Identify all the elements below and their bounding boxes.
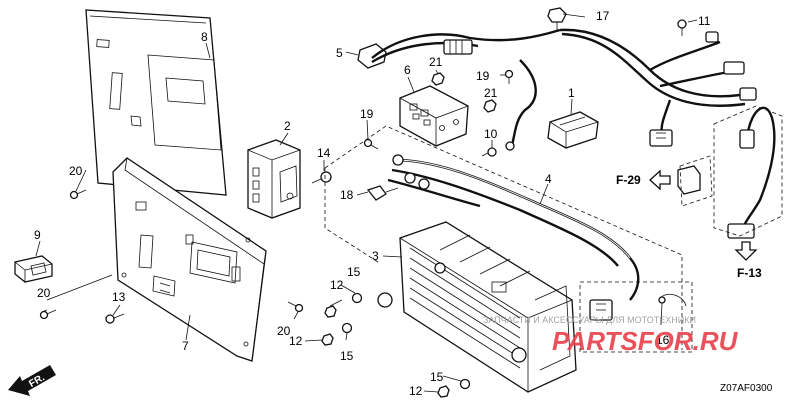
part-13-screw[interactable] [105,313,125,324]
direction-arrow-icon [8,365,56,396]
main-wire-harness[interactable] [371,28,757,151]
watermark-logo: PARTSFOR.RU [552,326,739,356]
part-11-bolt[interactable] [677,19,687,36]
part-7-control-panel[interactable] [112,157,267,362]
part-21-nut-upper[interactable] [431,72,445,86]
part-12-nut-a[interactable] [324,305,337,318]
callout-15a: 15 [347,265,361,279]
part-5-grommet[interactable] [357,43,387,69]
callout-14: 14 [317,146,331,160]
diagram-code: Z07AF0300 [720,383,773,394]
watermark: ЗАПЧАСТИ И АКСЕССУАРЫ ДЛЯ МОТОТЕХНИКИ PA… [483,315,739,356]
part-12-nut-b[interactable] [321,333,334,346]
reference-f29[interactable]: F-29 [616,169,671,191]
callout-20a: 20 [69,164,83,178]
callout-20b: 20 [37,286,51,300]
callout-6: 6 [404,63,411,77]
watermark-caption: ЗАПЧАСТИ И АКСЕССУАРЫ ДЛЯ МОТОТЕХНИКИ [483,315,696,325]
part-2-outlet-cover[interactable] [247,139,301,219]
callout-10: 10 [484,127,498,141]
callout-7: 7 [182,339,189,353]
reference-f13-label: F-13 [737,266,762,280]
callout-20c: 20 [277,324,291,338]
down-arrow-icon [734,241,758,261]
part-6-receptacle[interactable] [399,85,469,147]
part-9-switch[interactable] [14,255,53,283]
part-20-screw-upper[interactable] [69,189,87,200]
part-20-screw-lower[interactable] [39,309,57,320]
callout-8: 8 [201,30,208,44]
part-15-washer-a[interactable] [351,292,363,304]
callout-18: 18 [340,188,354,202]
callout-3: 3 [372,249,379,263]
callout-15b: 15 [340,349,354,363]
part-12-nut-c[interactable] [437,385,450,398]
callout-12a: 12 [330,278,344,292]
callout-4: 4 [545,172,552,186]
part-15-washer-c[interactable] [459,378,471,390]
f29-grommet[interactable] [677,165,701,195]
callout-21b: 21 [484,86,498,100]
callout-2: 2 [284,119,291,133]
left-arrow-icon [649,169,671,191]
part-17-clip[interactable] [547,7,567,30]
part-8-panel-label[interactable] [85,9,227,196]
part-19-screw-lower[interactable] [363,138,379,150]
part-21-nut-lower[interactable] [483,99,497,113]
callout-13: 13 [112,290,126,304]
callout-1: 1 [568,86,575,100]
part-14-screw[interactable] [311,171,332,184]
part-18-terminal[interactable] [366,185,399,201]
part-20-screw-middle[interactable] [287,301,304,313]
callout-19a: 19 [476,69,490,83]
callout-17: 17 [596,9,610,23]
part-1-clamp[interactable] [547,111,599,149]
callout-19b: 19 [360,107,374,121]
callout-15c: 15 [430,370,444,384]
callout-21a: 21 [429,55,443,69]
reference-f29-label: F-29 [616,173,641,187]
callout-12c: 12 [409,384,423,398]
part-10-bolt[interactable] [481,147,497,157]
part-19-screw-upper[interactable] [504,69,514,85]
part-15-washer-b[interactable] [341,322,353,334]
front-direction-arrow: FR. [8,365,56,396]
callout-16: 16 [656,333,670,347]
f13-connector-harness[interactable] [727,106,776,239]
callout-12b: 12 [289,334,303,348]
callout-5: 5 [336,46,343,60]
part-4-sub-harness[interactable] [387,154,640,321]
callout-11: 11 [698,14,711,28]
callout-9: 9 [34,228,41,242]
part-3-inverter-unit[interactable] [377,221,577,393]
reference-f13[interactable]: F-13 [734,241,762,280]
